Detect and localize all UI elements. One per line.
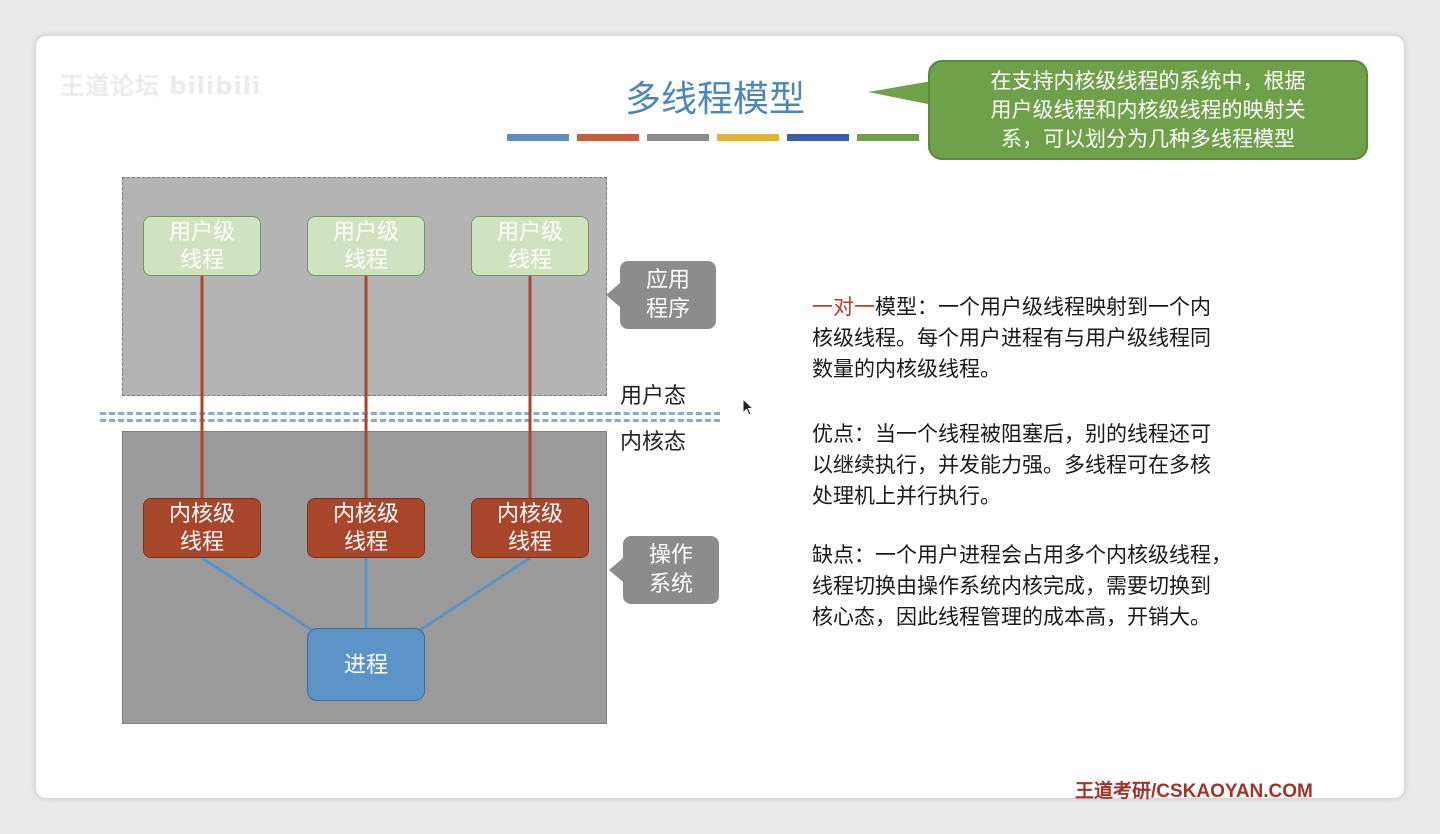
user-thread-1: 用户级 线程 bbox=[143, 216, 261, 276]
user-mode-label: 用户态 bbox=[620, 384, 687, 409]
mode-divider-2 bbox=[100, 419, 720, 422]
callout-box: 在支持内核级线程的系统中，根据 用户级线程和内核级线程的映射关 系，可以划分为几… bbox=[928, 60, 1368, 160]
watermark-logo: 王道论坛 bilibili bbox=[60, 72, 262, 100]
title-bar-3 bbox=[647, 134, 709, 141]
link-kernel3-process bbox=[416, 556, 531, 634]
paragraph-advantages: 优点：当一个线程被阻塞后，别的线程还可 以继续执行，并发能力强。多线程可在多核 … bbox=[812, 422, 1211, 508]
process-node: 进程 bbox=[307, 628, 425, 701]
title-bar-6 bbox=[857, 134, 919, 141]
callout-line-3: 系，可以划分为几种多线程模型 bbox=[1001, 127, 1295, 151]
paragraph-definition: 一对一模型：一个用户级线程映射到一个内 核级线程。每个用户进程有与用户级线程同 … bbox=[812, 295, 1211, 381]
paragraph-disadvantages: 缺点：一个用户进程会占用多个内核级线程， 线程切换由操作系统内核完成，需要切换到… bbox=[812, 543, 1232, 629]
user-thread-2: 用户级 线程 bbox=[307, 216, 425, 276]
title-bar-4 bbox=[717, 134, 779, 141]
kernel-thread-2: 内核级 线程 bbox=[307, 498, 425, 558]
footer-brand: 王道考研/CSKAOYAN.COM bbox=[1075, 781, 1313, 802]
link-kernel1-process bbox=[201, 556, 316, 634]
mode-divider bbox=[100, 412, 720, 415]
title-bar-5 bbox=[787, 134, 849, 141]
application-label: 应用 程序 bbox=[606, 261, 716, 329]
title-bar-2 bbox=[577, 134, 639, 141]
model-name: 一对一 bbox=[812, 295, 875, 319]
kernel-thread-3: 内核级 线程 bbox=[471, 498, 589, 558]
page-title: 多线程模型 bbox=[624, 79, 805, 120]
title-bar-1 bbox=[507, 134, 569, 141]
kernel-mode-label: 内核态 bbox=[620, 430, 687, 455]
callout-line-2: 用户级线程和内核级线程的映射关 bbox=[990, 98, 1306, 122]
callout-tail-icon bbox=[868, 80, 938, 106]
user-thread-3: 用户级 线程 bbox=[471, 216, 589, 276]
kernel-thread-1: 内核级 线程 bbox=[143, 498, 261, 558]
os-label: 操作 系统 bbox=[609, 536, 719, 604]
callout-line-1: 在支持内核级线程的系统中，根据 bbox=[990, 69, 1306, 93]
mouse-cursor-icon bbox=[742, 398, 754, 416]
